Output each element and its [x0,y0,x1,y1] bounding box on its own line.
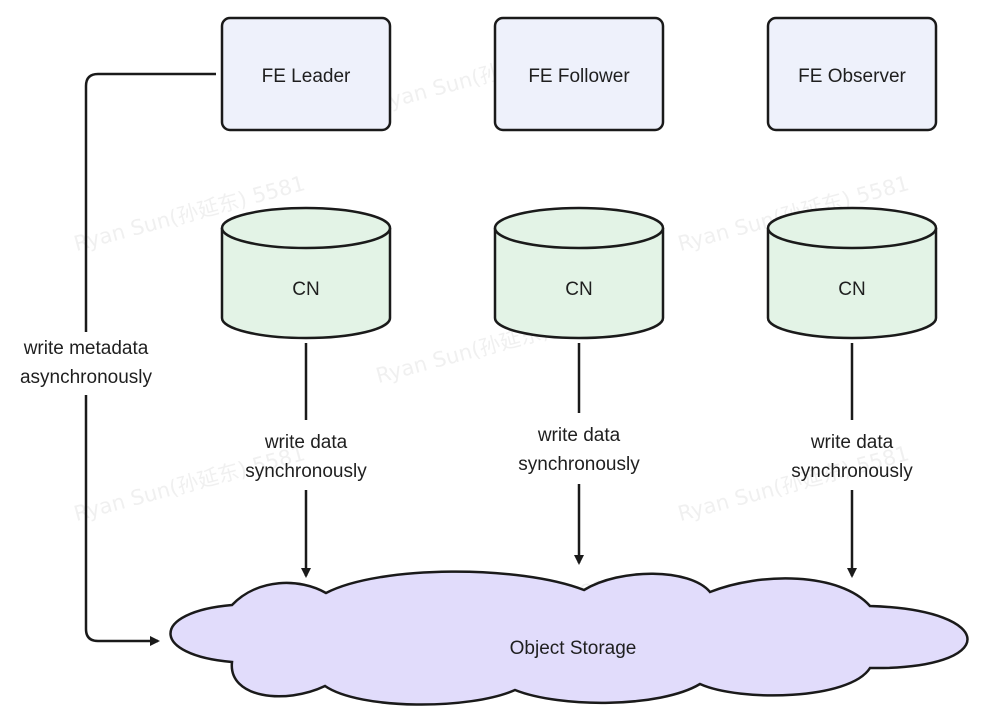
fe-node-label: FE Follower [528,66,630,87]
fe-node-label: FE Leader [262,66,351,87]
sync-label-line2: synchronously [791,461,913,482]
cn-node-3: CN [766,206,938,340]
cn-node-label: CN [565,279,592,300]
sync-write-arrow-1: write data synchronously [245,343,367,578]
sync-label-line1: write data [810,432,894,453]
fe-node-box [220,16,392,132]
sync-label-line2: synchronously [245,461,367,482]
sync-label-line2: synchronously [518,454,640,475]
object-storage-cloud: Object Storage [169,570,969,706]
sync-write-arrow-2: write data synchronously [518,343,640,565]
async-label-line1: write metadata [23,338,149,359]
arrow-line [84,395,160,646]
sync-write-arrow-3: write data synchronously [791,343,913,578]
object-storage-label: Object Storage [510,638,637,659]
fe-node-box [493,16,665,132]
fe-node-observer: FE Observer [766,16,938,132]
fe-node-label: FE Observer [798,66,906,87]
cloud-shape [169,570,969,706]
arrow-line [84,72,216,332]
cylinder-body [220,228,392,340]
cn-node-2: CN [493,206,665,340]
cylinder-body [766,228,938,340]
cylinder-top [220,206,392,250]
fe-node-box [766,16,938,132]
sync-label-line1: write data [264,432,348,453]
fe-node-leader: FE Leader [220,16,392,132]
cn-node-label: CN [292,279,319,300]
cylinder-body [493,228,665,340]
cylinder-top [766,206,938,250]
cn-node-1: CN [220,206,392,340]
cylinder-top [493,206,665,250]
sync-label-line1: write data [537,425,621,446]
fe-node-follower: FE Follower [493,16,665,132]
async-label-line2: asynchronously [20,367,153,388]
cn-node-label: CN [838,279,865,300]
async-metadata-arrow: write metadata asynchronously [20,72,216,646]
